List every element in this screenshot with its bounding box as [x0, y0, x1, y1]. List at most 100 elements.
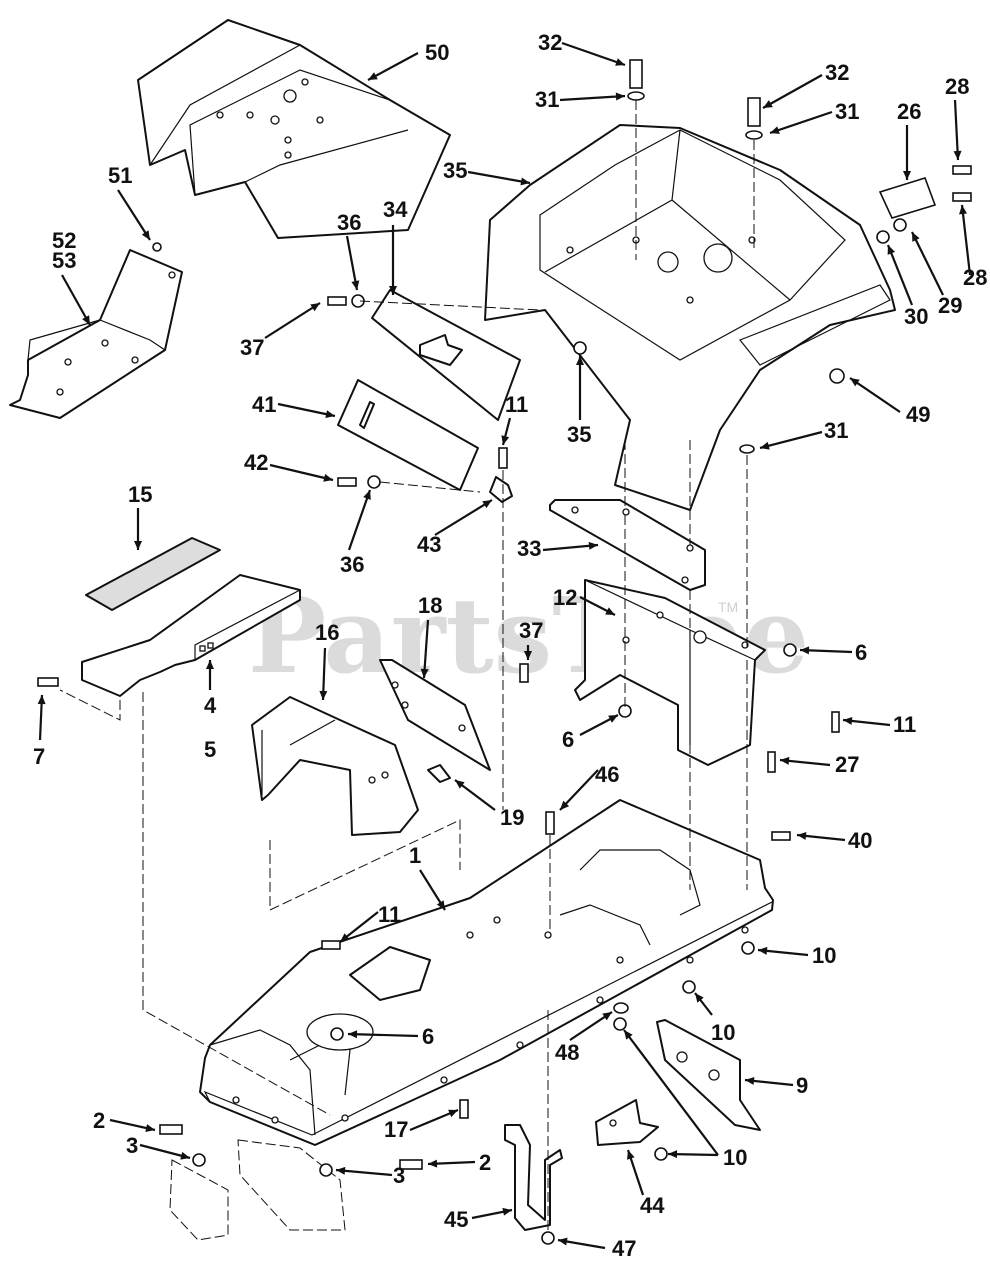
arrowhead-icon	[134, 541, 142, 550]
part-16-console-bracket[interactable]	[251, 696, 419, 836]
callout-11-frame[interactable]: 11	[378, 902, 401, 927]
arrowhead-icon	[436, 900, 445, 910]
callout-26[interactable]: 26	[897, 99, 921, 124]
callout-3-left[interactable]: 3	[126, 1133, 138, 1158]
leader-line-43	[434, 499, 493, 536]
callout-52[interactable]: 52	[52, 228, 76, 253]
callout-49[interactable]: 49	[906, 402, 930, 427]
callout-5[interactable]: 5	[204, 737, 216, 762]
callout-45[interactable]: 45	[444, 1207, 468, 1232]
callout-10-right[interactable]: 10	[812, 943, 836, 968]
callout-36-lower[interactable]: 36	[340, 552, 364, 577]
callout-40[interactable]: 40	[848, 828, 872, 853]
callout-1[interactable]: 1	[409, 843, 421, 868]
arrowhead-icon	[800, 646, 810, 655]
part-19-clip[interactable]	[427, 764, 451, 783]
callout-10-lower[interactable]: 10	[723, 1145, 747, 1170]
callout-51[interactable]: 51	[108, 163, 132, 188]
callout-6-left[interactable]: 6	[562, 727, 574, 752]
callout-11-top[interactable]: 11	[505, 392, 528, 417]
callout-32-left[interactable]: 32	[538, 30, 562, 55]
callout-27[interactable]: 27	[835, 752, 859, 777]
arrowhead-icon	[745, 1076, 755, 1085]
callout-6-frame[interactable]: 6	[422, 1024, 434, 1049]
callout-50[interactable]: 50	[425, 40, 449, 65]
callout-37-lower[interactable]: 37	[519, 618, 543, 643]
arrowhead-icon	[389, 286, 397, 295]
part-45-hitch[interactable]	[504, 1124, 563, 1231]
callout-10-mid[interactable]: 10	[711, 1020, 735, 1045]
callout-34[interactable]: 34	[383, 197, 408, 222]
callout-4[interactable]: 4	[204, 693, 217, 718]
arrowhead-icon	[903, 171, 911, 180]
arrowhead-icon	[624, 1030, 633, 1040]
callout-12[interactable]: 12	[553, 585, 577, 610]
part-4-footrest[interactable]	[81, 574, 301, 697]
callout-43[interactable]: 43	[417, 532, 441, 557]
callout-6-right[interactable]: 6	[855, 640, 867, 665]
callout-3-right[interactable]: 3	[393, 1163, 405, 1188]
callout-11-right[interactable]: 11	[893, 712, 916, 737]
part-1-frame[interactable]	[199, 799, 774, 1146]
callout-28-bottom[interactable]: 28	[963, 265, 987, 290]
callout-30[interactable]: 30	[904, 304, 928, 329]
callout-38[interactable]: 35	[443, 158, 467, 183]
arrowhead-icon	[482, 500, 492, 509]
callout-42[interactable]: 42	[244, 450, 268, 475]
callout-53[interactable]: 53	[52, 248, 76, 273]
callout-19[interactable]: 19	[500, 805, 524, 830]
arrowhead-icon	[780, 756, 790, 765]
callout-31-left[interactable]: 31	[535, 87, 559, 112]
callout-47[interactable]: 47	[612, 1236, 636, 1261]
callout-18[interactable]: 18	[418, 593, 442, 618]
callout-41[interactable]: 41	[252, 392, 276, 417]
callout-35[interactable]: 35	[567, 422, 591, 447]
callout-36-upper[interactable]: 36	[337, 210, 361, 235]
callout-31-right[interactable]: 31	[835, 99, 859, 124]
leader-line-6f	[347, 1032, 419, 1038]
arrowhead-icon	[959, 205, 967, 215]
callout-31-lower[interactable]: 31	[824, 418, 848, 443]
part-38-fender[interactable]	[484, 124, 896, 511]
callout-28-top[interactable]: 28	[945, 74, 969, 99]
arrowhead-icon	[576, 356, 584, 365]
callout-33[interactable]: 33	[517, 536, 541, 561]
part-15-foot-pad[interactable]	[85, 537, 221, 611]
leader-line-10lo2	[623, 1029, 719, 1156]
callout-29[interactable]: 29	[938, 293, 962, 318]
callout-15[interactable]: 15	[128, 482, 152, 507]
part-44-bracket[interactable]	[595, 1099, 659, 1146]
callout-16[interactable]: 16	[315, 620, 339, 645]
part-41-plate[interactable]	[337, 379, 479, 491]
leader-line-46	[559, 769, 599, 811]
part-3-right-bracket[interactable]	[237, 1139, 346, 1231]
part-52-foot-plate[interactable]	[9, 249, 183, 419]
part-50-hood-cover[interactable]	[137, 19, 451, 239]
part-34-lift-plate[interactable]	[371, 289, 521, 421]
arrowhead-icon	[206, 660, 214, 669]
callout-7[interactable]: 7	[33, 744, 45, 769]
callout-2-left[interactable]: 2	[93, 1108, 105, 1133]
callout-37-upper[interactable]: 37	[240, 335, 264, 360]
arrowhead-icon	[763, 100, 773, 108]
part-18-plate[interactable]	[379, 659, 491, 771]
arrowhead-icon	[420, 668, 429, 678]
callout-2-right[interactable]: 2	[479, 1150, 491, 1175]
callout-48[interactable]: 48	[555, 1040, 579, 1065]
callout-9[interactable]: 9	[796, 1073, 808, 1098]
arrowhead-icon	[428, 1159, 438, 1168]
part-3-left-bracket[interactable]	[169, 1159, 229, 1241]
arrowhead-icon	[588, 541, 598, 550]
callout-44[interactable]: 44	[640, 1193, 665, 1218]
part-9-bracket[interactable]	[656, 1019, 761, 1131]
leader-line-28t	[953, 99, 960, 161]
callout-46[interactable]: 46	[595, 762, 619, 787]
callout-17[interactable]: 17	[384, 1117, 408, 1142]
watermark-tm: TM	[718, 599, 738, 615]
part-33-brace[interactable]	[549, 499, 706, 591]
arrowhead-icon	[695, 993, 704, 1003]
callout-arrows	[37, 41, 972, 1250]
callout-32-right[interactable]: 32	[825, 60, 849, 85]
part-43-bracket[interactable]	[489, 476, 513, 503]
